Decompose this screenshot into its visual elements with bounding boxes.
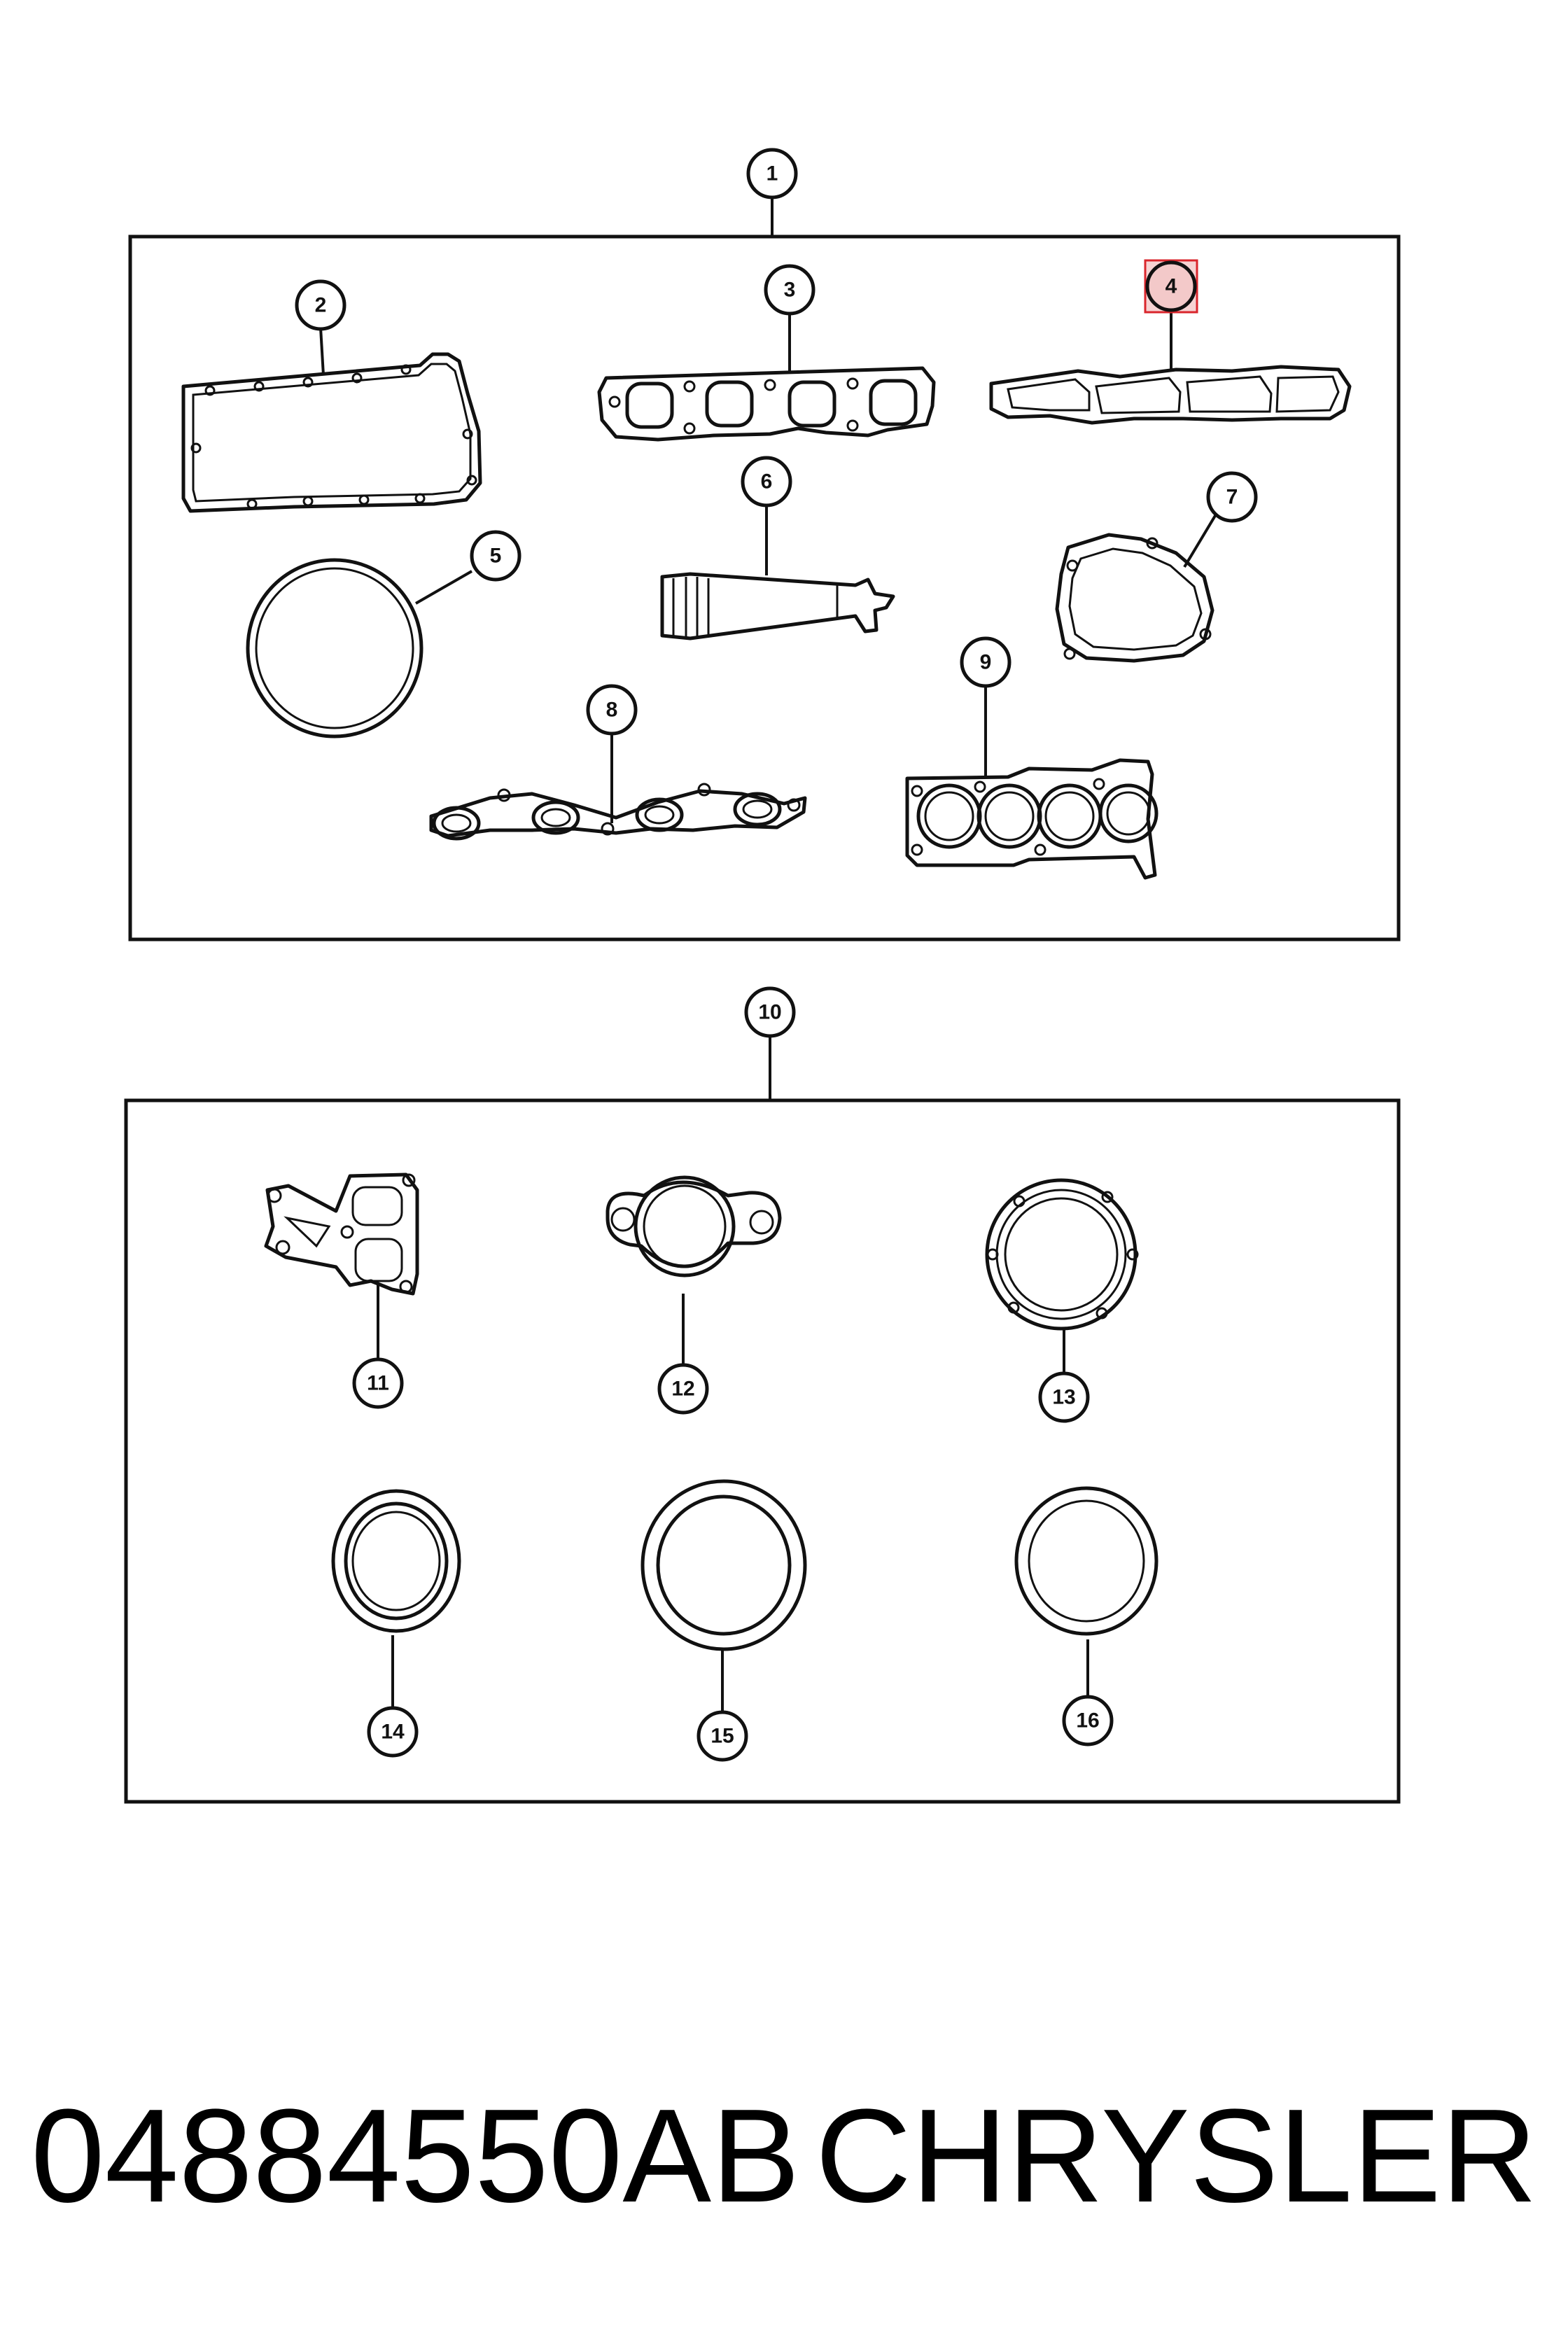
callout-12[interactable]: 12: [657, 1363, 709, 1415]
part-number: 04884550AB: [31, 2082, 800, 2230]
callout-1-label: 1: [766, 162, 778, 186]
valve-cover-gasket: [181, 352, 482, 513]
large-o-ring: [246, 558, 424, 738]
callout-16[interactable]: 16: [1062, 1695, 1114, 1746]
callout-14-label: 14: [381, 1721, 405, 1744]
callout-9[interactable]: 9: [960, 636, 1011, 688]
callout-8-label: 8: [606, 699, 618, 722]
callout-4[interactable]: 4: [1144, 259, 1198, 314]
footer-caption: 04884550AB CHRYSLER: [0, 2072, 1568, 2240]
callout-8[interactable]: 8: [586, 684, 638, 736]
callout-10-label: 10: [758, 1001, 781, 1024]
callout-6[interactable]: 6: [741, 456, 792, 507]
spark-plug-tube-gasket: [429, 783, 807, 841]
cylinder-head-gasket: [905, 758, 1158, 880]
upper-kit-frame: [128, 234, 1401, 941]
callout-15-label: 15: [710, 1725, 734, 1748]
brand-name: CHRYSLER: [815, 2082, 1537, 2230]
intake-manifold-gasket: [989, 365, 1352, 425]
callout-15[interactable]: 15: [696, 1710, 748, 1762]
callout-5-label: 5: [490, 545, 502, 568]
callout-4-label: 4: [1166, 275, 1177, 298]
flange-gasket: [606, 1175, 782, 1278]
callout-9-label: 9: [980, 651, 992, 674]
callout-11[interactable]: 11: [352, 1357, 404, 1409]
throttle-body-gasket: [1055, 533, 1214, 663]
water-outlet-gasket: [264, 1172, 419, 1296]
lower-kit-frame: [124, 1098, 1401, 1804]
leader-lines: [319, 199, 1219, 1712]
callout-16-label: 16: [1076, 1709, 1099, 1732]
flat-ring-gasket-small: [1014, 1486, 1158, 1636]
callout-3-label: 3: [784, 279, 796, 302]
callout-2[interactable]: 2: [295, 279, 346, 331]
callout-14[interactable]: 14: [367, 1706, 419, 1758]
callout-10[interactable]: 10: [744, 986, 796, 1038]
callout-13-label: 13: [1052, 1386, 1075, 1409]
callout-13[interactable]: 13: [1038, 1371, 1090, 1423]
callout-6-label: 6: [761, 470, 773, 493]
callout-2-label: 2: [315, 294, 327, 317]
callout-7-label: 7: [1226, 486, 1238, 509]
callout-11-label: 11: [367, 1372, 389, 1395]
callout-7[interactable]: 7: [1206, 471, 1258, 523]
callout-1[interactable]: 1: [746, 148, 798, 200]
exhaust-manifold-gasket: [597, 366, 936, 442]
sealant-tube: [660, 572, 895, 640]
callout-5[interactable]: 5: [470, 530, 522, 582]
oil-seal: [331, 1489, 461, 1633]
flat-ring-gasket-large: [640, 1479, 807, 1651]
bolted-ring-gasket: [985, 1178, 1139, 1331]
callouts: 1 2 3 4 5 6 7 8 9 10 11 12 13 14 15 16: [295, 148, 1258, 1762]
callout-3[interactable]: 3: [764, 264, 816, 316]
callout-12-label: 12: [671, 1378, 694, 1401]
